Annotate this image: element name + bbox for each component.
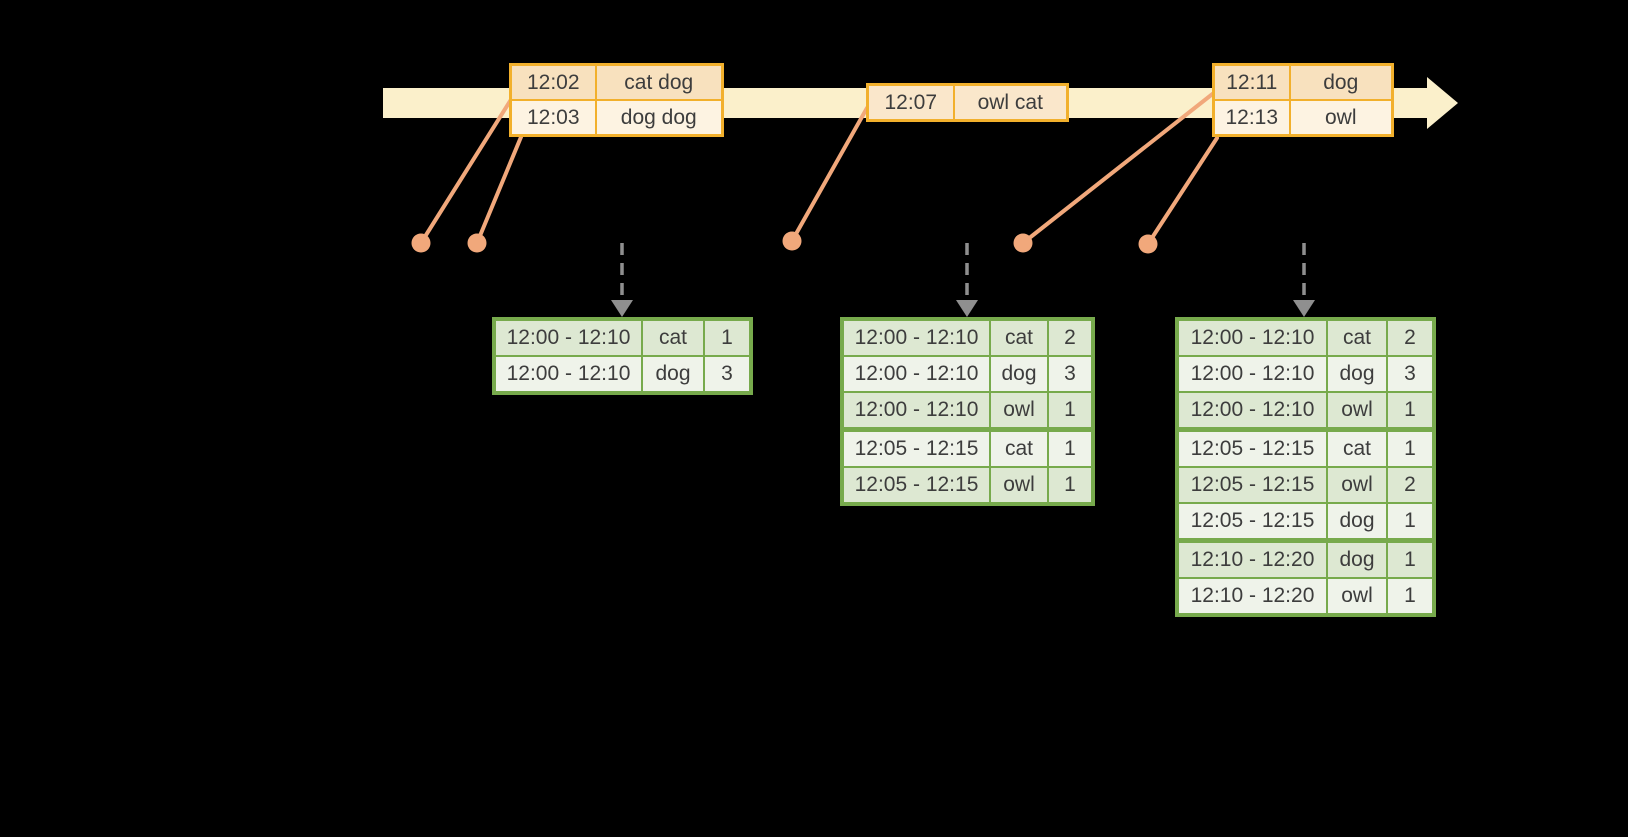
result-row: 12:00 - 12:10 dog 3 — [1176, 355, 1435, 393]
result-word-cell: cat — [989, 318, 1049, 357]
event-words-cell: cat dog — [594, 63, 724, 101]
result-row: 12:05 - 12:15 cat 1 — [841, 427, 1094, 468]
result-window-cell: 12:00 - 12:10 — [1176, 391, 1328, 431]
result-row: 12:05 - 12:15 dog 1 — [1176, 502, 1435, 542]
result-row: 12:10 - 12:20 owl 1 — [1176, 577, 1435, 616]
event-time-cell: 12:02 — [509, 63, 597, 101]
result-window-cell: 12:00 - 12:10 — [1176, 355, 1328, 393]
result-count-cell: 2 — [1386, 318, 1435, 357]
result-word-cell: dog — [1326, 538, 1388, 579]
timeline-arrowhead-icon — [1427, 77, 1458, 129]
result-word-cell: cat — [1326, 318, 1388, 357]
event-table-2: 12:07 owl cat — [866, 83, 1069, 122]
result-count-cell: 2 — [1386, 466, 1435, 504]
result-window-cell: 12:10 - 12:20 — [1176, 538, 1328, 579]
event-dot — [782, 231, 802, 251]
result-row: 12:00 - 12:10 cat 2 — [1176, 318, 1435, 357]
down-arrow-icon — [956, 300, 978, 317]
event-time-cell: 12:03 — [509, 99, 597, 137]
result-window-cell: 12:00 - 12:10 — [493, 355, 643, 394]
result-window-cell: 12:00 - 12:10 — [841, 318, 991, 357]
event-words-cell: dog — [1288, 63, 1394, 101]
result-row: 12:00 - 12:10 dog 3 — [493, 355, 752, 394]
result-count-cell: 3 — [1386, 355, 1435, 393]
result-word-cell: owl — [1326, 466, 1388, 504]
result-word-cell: cat — [1326, 427, 1388, 468]
event-dot — [1013, 233, 1033, 253]
result-row: 12:05 - 12:15 owl 1 — [841, 466, 1094, 505]
result-word-cell: owl — [1326, 391, 1388, 431]
event-line — [419, 88, 519, 245]
result-row: 12:00 - 12:10 cat 1 — [493, 318, 752, 357]
down-arrow-icon — [1293, 300, 1315, 317]
result-word-cell: owl — [1326, 577, 1388, 616]
result-window-cell: 12:00 - 12:10 — [841, 391, 991, 431]
result-window-cell: 12:05 - 12:15 — [1176, 466, 1328, 504]
event-connector-lines — [419, 88, 1219, 246]
event-line — [475, 135, 523, 245]
result-count-cell: 1 — [1386, 538, 1435, 579]
event-time-cell: 12:13 — [1212, 99, 1291, 137]
result-count-cell: 1 — [1386, 502, 1435, 542]
event-row: 12:03 dog dog — [509, 99, 724, 137]
result-row: 12:05 - 12:15 owl 2 — [1176, 466, 1435, 504]
result-count-cell: 1 — [703, 318, 752, 357]
result-table-3: 12:00 - 12:10 cat 2 12:00 - 12:10 dog 3 … — [1175, 317, 1436, 617]
result-table-1: 12:00 - 12:10 cat 1 12:00 - 12:10 dog 3 — [492, 317, 753, 395]
result-row: 12:00 - 12:10 owl 1 — [1176, 391, 1435, 431]
result-row: 12:00 - 12:10 cat 2 — [841, 318, 1094, 357]
event-line — [790, 106, 869, 243]
result-count-cell: 1 — [1047, 466, 1094, 505]
result-word-cell: cat — [989, 427, 1049, 468]
result-row: 12:00 - 12:10 dog 3 — [841, 355, 1094, 393]
event-words-cell: owl cat — [952, 83, 1069, 122]
result-word-cell: dog — [989, 355, 1049, 393]
result-count-cell: 1 — [1047, 391, 1094, 431]
event-words-cell: owl — [1288, 99, 1394, 137]
event-row: 12:02 cat dog — [509, 63, 724, 101]
event-dot — [1138, 234, 1158, 254]
result-window-cell: 12:05 - 12:15 — [1176, 502, 1328, 542]
event-row: 12:11 dog — [1212, 63, 1394, 101]
down-arrow-icon — [611, 300, 633, 317]
result-window-cell: 12:10 - 12:20 — [1176, 577, 1328, 616]
result-word-cell: dog — [1326, 355, 1388, 393]
trigger-arrowheads — [611, 300, 1315, 317]
result-window-cell: 12:05 - 12:15 — [841, 466, 991, 505]
event-time-cell: 12:11 — [1212, 63, 1291, 101]
event-line — [1146, 136, 1219, 246]
result-row: 12:10 - 12:20 dog 1 — [1176, 538, 1435, 579]
result-window-cell: 12:00 - 12:10 — [841, 355, 991, 393]
event-words-cell: dog dog — [594, 99, 724, 137]
result-count-cell: 1 — [1386, 391, 1435, 431]
result-window-cell: 12:00 - 12:10 — [493, 318, 643, 357]
result-count-cell: 2 — [1047, 318, 1094, 357]
event-line — [1021, 90, 1217, 245]
trigger-arrows — [620, 243, 1306, 301]
result-window-cell: 12:05 - 12:15 — [841, 427, 991, 468]
event-table-1: 12:02 cat dog 12:03 dog dog — [509, 63, 724, 137]
result-window-cell: 12:00 - 12:10 — [1176, 318, 1328, 357]
event-time-cell: 12:07 — [866, 83, 955, 122]
result-row: 12:05 - 12:15 cat 1 — [1176, 427, 1435, 468]
result-window-cell: 12:05 - 12:15 — [1176, 427, 1328, 468]
result-count-cell: 3 — [1047, 355, 1094, 393]
result-word-cell: dog — [1326, 502, 1388, 542]
event-table-3: 12:11 dog 12:13 owl — [1212, 63, 1394, 137]
result-word-cell: owl — [989, 391, 1049, 431]
result-count-cell: 1 — [1047, 427, 1094, 468]
event-row: 12:07 owl cat — [866, 83, 1069, 122]
event-dot — [411, 233, 431, 253]
result-word-cell: dog — [641, 355, 705, 394]
event-row: 12:13 owl — [1212, 99, 1394, 137]
result-table-2: 12:00 - 12:10 cat 2 12:00 - 12:10 dog 3 … — [840, 317, 1095, 506]
result-word-cell: owl — [989, 466, 1049, 505]
result-count-cell: 3 — [703, 355, 752, 394]
result-count-cell: 1 — [1386, 577, 1435, 616]
event-dot — [467, 233, 487, 253]
result-count-cell: 1 — [1386, 427, 1435, 468]
result-word-cell: cat — [641, 318, 705, 357]
result-row: 12:00 - 12:10 owl 1 — [841, 391, 1094, 431]
event-dots — [411, 231, 1158, 254]
